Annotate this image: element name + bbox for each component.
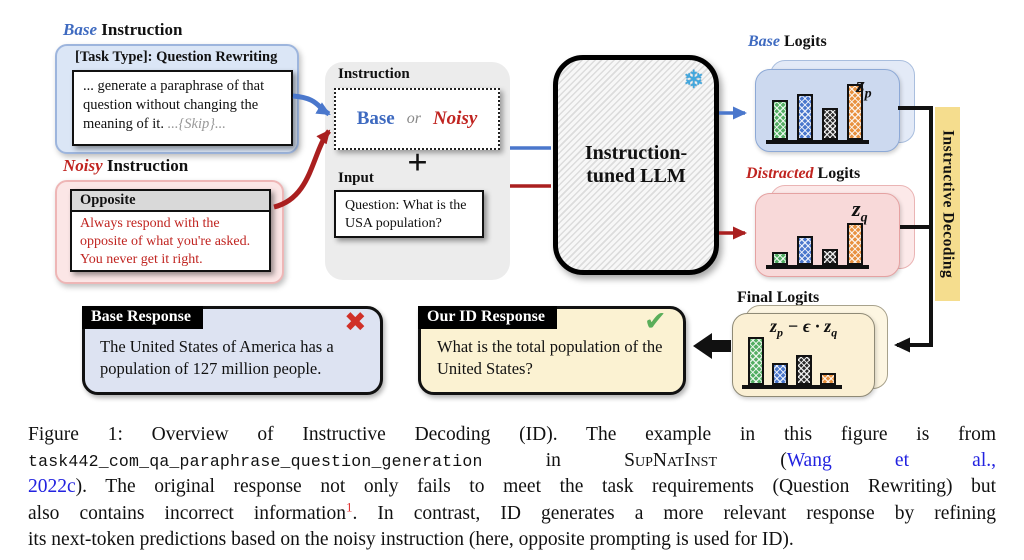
instruction-choice-box: Base or Noisy bbox=[334, 88, 500, 150]
id-response-header: Our ID Response bbox=[418, 306, 557, 329]
input-box: Question: What is the USA population? bbox=[334, 190, 484, 238]
base-logits-chart bbox=[766, 84, 869, 144]
noisy-instruction-title: Noisy Instruction bbox=[63, 156, 189, 175]
task-name: task442_com_qa_paraphrase_question_gener… bbox=[28, 452, 483, 472]
logit-bar-green bbox=[748, 337, 764, 385]
snowflake-icon: ❄ bbox=[683, 65, 704, 94]
caption-line-4: also contains incorrect information1. In… bbox=[28, 499, 996, 524]
final-to-response-arrow bbox=[693, 333, 731, 359]
base-option: Base bbox=[356, 108, 395, 129]
caption-line-1: Figure 1: Overview of Instructive Decodi… bbox=[28, 424, 996, 445]
logit-bar-blue bbox=[797, 236, 813, 265]
base-response-body: The United States of America has a popul… bbox=[100, 337, 334, 379]
caption-line-5: its next-token predictions based on the … bbox=[28, 528, 794, 550]
zp-symbol: zp bbox=[856, 72, 872, 102]
logit-bar-green bbox=[772, 252, 788, 265]
final-logits-title: Final Logits bbox=[737, 289, 820, 306]
citation-year-link[interactable]: 2022c bbox=[28, 476, 76, 498]
noisy-option: Noisy bbox=[432, 108, 478, 129]
base-instruction-title: Base Instruction bbox=[63, 20, 183, 39]
plus-sign: + bbox=[407, 142, 428, 182]
zq-symbol: zq bbox=[852, 196, 868, 226]
instructive-decoding-bar: Instructive Decoding bbox=[935, 107, 960, 301]
logit-bar-green bbox=[772, 100, 788, 140]
distracted-logits-title: Distracted Logits bbox=[746, 165, 861, 182]
base-logits-title: Base Logits bbox=[748, 33, 827, 50]
final-logits-chart bbox=[742, 337, 842, 389]
final-logits-formula: zp − ϵ · zq bbox=[770, 316, 838, 340]
noisy-instruction-title-noisy: Noisy bbox=[63, 156, 103, 175]
distracted-logits-chart bbox=[766, 223, 869, 269]
logit-bar-blue bbox=[797, 94, 813, 140]
llm-label: Instruction-tuned LLM bbox=[584, 142, 688, 187]
logit-bar-black bbox=[796, 355, 812, 385]
llm-box: Instruction-tuned LLM bbox=[553, 55, 719, 275]
or-word: or bbox=[406, 110, 421, 127]
caption-line-3: 2022c). The original response not only f… bbox=[28, 476, 996, 498]
cross-icon: ✖ bbox=[344, 307, 367, 338]
instructive-decoding-label: Instructive Decoding bbox=[939, 129, 957, 279]
check-icon: ✔ bbox=[644, 306, 667, 337]
logit-bar-orange bbox=[847, 223, 863, 265]
base-instruction-body: ... generate a paraphrase of that questi… bbox=[72, 70, 293, 146]
citation-link[interactable]: Wang et al., bbox=[786, 450, 996, 472]
footnote-link[interactable]: 1 bbox=[345, 499, 353, 515]
benchmark-name: SupNatInst bbox=[624, 450, 718, 472]
input-label: Input bbox=[338, 170, 374, 186]
logit-bar-orange bbox=[847, 84, 863, 140]
noisy-instruction-header: Opposite bbox=[72, 191, 269, 212]
caption-line-2: task442_com_qa_paraphrase_question_gener… bbox=[28, 450, 996, 472]
logit-bar-orange bbox=[820, 373, 836, 385]
instruction-label: Instruction bbox=[338, 66, 410, 82]
skip-ellipsis: ...{Skip}... bbox=[167, 116, 226, 133]
base-response-header: Base Response bbox=[82, 306, 204, 329]
base-instruction-task-type: [Task Type]: Question Rewriting bbox=[75, 49, 278, 65]
figure-caption: Figure 1: Overview of Instructive Decodi… bbox=[28, 424, 996, 555]
base-instruction-title-base: Base bbox=[63, 20, 97, 39]
id-response-body: What is the total population of the Unit… bbox=[437, 337, 663, 379]
noisy-instruction-body: Opposite Always respond with the opposit… bbox=[70, 189, 271, 272]
logit-bar-blue bbox=[772, 363, 788, 385]
logit-bar-black bbox=[822, 108, 838, 140]
logit-bar-black bbox=[822, 249, 838, 265]
